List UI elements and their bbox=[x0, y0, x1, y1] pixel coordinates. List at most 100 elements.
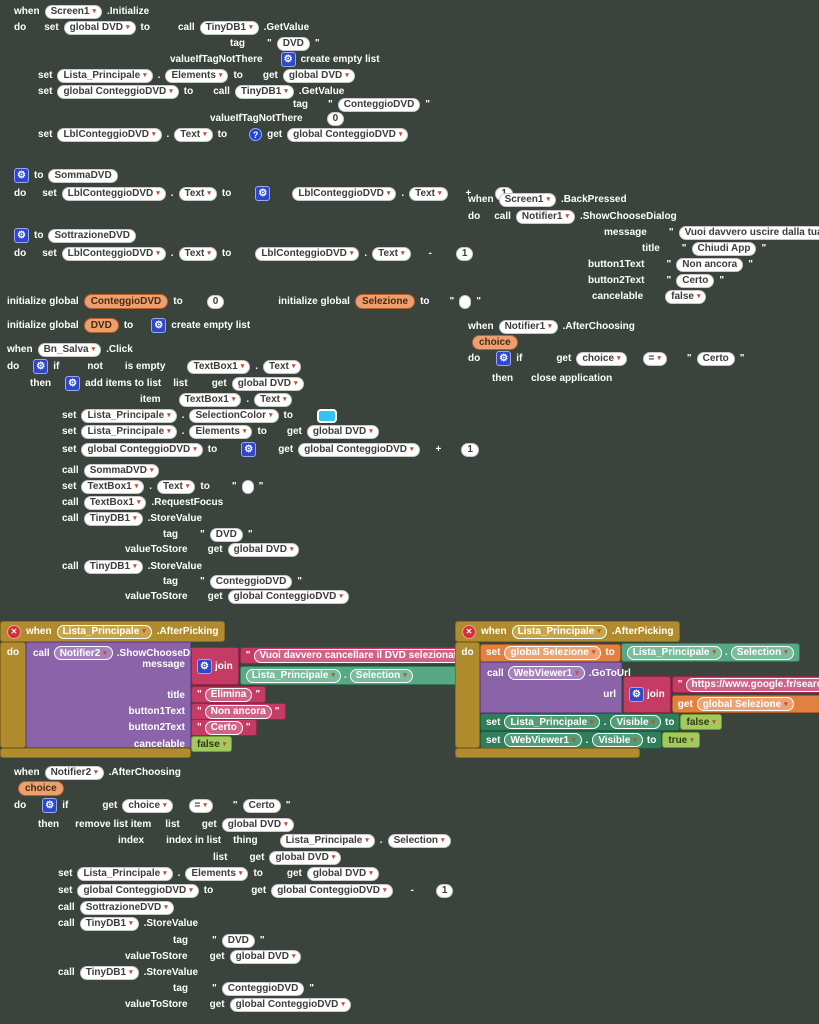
text-string-field[interactable]: Certo bbox=[242, 798, 281, 813]
dropdown-field[interactable]: SommaDVD▾ bbox=[83, 463, 160, 478]
block-row-notifier2-afterchoosing[interactable]: tag"DVD" bbox=[173, 933, 265, 948]
text-string-field[interactable]: Certo bbox=[676, 273, 715, 288]
dropdown-field[interactable]: Bn_Salva▾ bbox=[37, 342, 102, 357]
block-when-lista-afterpicking-delete[interactable]: ✕ when Lista_Principale▾ .AfterPicking d… bbox=[0, 621, 489, 758]
dropdown-field[interactable]: global ConteggioDVD▾ bbox=[298, 442, 420, 457]
dropdown-field[interactable]: =▾ bbox=[188, 798, 213, 813]
global-name-field[interactable]: ConteggioDVD bbox=[83, 294, 169, 309]
dropdown-field[interactable]: global DVD▾ bbox=[282, 68, 355, 83]
block-row-screen1-initialize[interactable]: tag"ConteggioDVD" bbox=[293, 97, 430, 112]
set-webviewer-visible-row[interactable]: set WebViewer1▾ . Visible▾ to true▾ bbox=[480, 731, 700, 749]
dropdown-field[interactable]: Notifier1▾ bbox=[498, 319, 558, 334]
mutator-gear-icon[interactable]: ⚙ bbox=[14, 168, 29, 183]
string-field[interactable]: Certo bbox=[204, 720, 243, 735]
dropdown-field[interactable]: Text▾ bbox=[178, 186, 217, 201]
dropdown-field[interactable]: Text▾ bbox=[372, 246, 411, 261]
text-string-field[interactable]: Certo bbox=[696, 351, 735, 366]
logic-false-block[interactable]: false▾ bbox=[680, 714, 722, 730]
dropdown-field[interactable]: global DVD▾ bbox=[269, 850, 342, 865]
dropdown-field[interactable]: =▾ bbox=[642, 351, 667, 366]
component-dropdown[interactable]: Lista_Principale▾ bbox=[245, 668, 341, 683]
mutator-gear-icon[interactable]: ⚙ bbox=[255, 186, 271, 201]
string-field[interactable]: Vuoi davvero cancellare il DVD seleziona… bbox=[253, 648, 476, 663]
block-when-lista-afterpicking-search[interactable]: ✕ when Lista_Principale▾ .AfterPicking d… bbox=[455, 621, 819, 758]
dropdown-field[interactable]: TextBox1▾ bbox=[178, 392, 242, 407]
dropdown-field[interactable]: Text▾ bbox=[157, 479, 196, 494]
dropdown-field[interactable]: Elements▾ bbox=[185, 866, 249, 881]
dropdown-field[interactable]: global DVD▾ bbox=[306, 866, 379, 881]
string-field[interactable]: Non ancora bbox=[204, 704, 272, 719]
dropdown-field[interactable]: Lista_Principale▾ bbox=[81, 424, 177, 439]
dropdown-field[interactable]: TextBox1▾ bbox=[187, 359, 251, 374]
dropdown-field[interactable]: Text▾ bbox=[409, 186, 448, 201]
global-dropdown[interactable]: global Selezione▾ bbox=[696, 697, 794, 711]
block-row-screen1-initialize[interactable]: valueIfTagNotThere⚙create empty list bbox=[170, 52, 380, 67]
text-string-field[interactable]: ConteggioDVD bbox=[221, 981, 305, 996]
block-row-screen1-backpressed[interactable]: message"Vuoi davvero uscire dalla tua ap… bbox=[604, 225, 819, 240]
value-field[interactable]: 0 bbox=[326, 111, 345, 126]
mutator-gear-icon[interactable]: ⚙ bbox=[197, 658, 212, 674]
dropdown-field[interactable]: Screen1▾ bbox=[498, 192, 556, 207]
property-dropdown[interactable]: Visible▾ bbox=[592, 733, 643, 747]
logic-true-block[interactable]: true▾ bbox=[662, 732, 700, 748]
dropdown-field[interactable]: Screen1▾ bbox=[44, 4, 102, 19]
component-dropdown[interactable]: Lista_Principale▾ bbox=[626, 645, 722, 660]
dropdown-field[interactable]: LblConteggioDVD▾ bbox=[292, 186, 397, 201]
component-dropdown[interactable]: Lista_Principale▾ bbox=[504, 715, 600, 729]
dropdown-field[interactable]: Notifier1▾ bbox=[515, 209, 575, 224]
block-row-screen1-initialize[interactable]: tag"DVD" bbox=[230, 36, 320, 51]
set-global-block[interactable]: set global Selezione▾ to bbox=[480, 643, 621, 662]
mutator-gear-icon[interactable]: ⚙ bbox=[629, 687, 644, 702]
text-string-field[interactable]: DVD bbox=[221, 933, 255, 948]
mutator-gear-icon[interactable]: ⚙ bbox=[42, 798, 58, 813]
property-getter-block[interactable]: Lista_Principale▾ . Selection▾ bbox=[620, 643, 800, 662]
dropdown-field[interactable]: global DVD▾ bbox=[231, 376, 304, 391]
dropdown-field[interactable]: LblConteggioDVD▾ bbox=[61, 186, 166, 201]
property-dropdown[interactable]: Selection▾ bbox=[730, 645, 794, 660]
dropdown-field[interactable]: global DVD▾ bbox=[229, 949, 302, 964]
webviewer-dropdown[interactable]: WebViewer1▾ bbox=[507, 666, 585, 680]
text-string-field[interactable]: ConteggioDVD bbox=[209, 574, 293, 589]
global-name-field[interactable]: choice bbox=[18, 781, 64, 796]
dropdown-field[interactable]: Text▾ bbox=[263, 359, 302, 374]
set-lista-visible-row[interactable]: set Lista_Principale▾ . Visible▾ to fals… bbox=[480, 713, 722, 731]
error-badge-icon[interactable]: ✕ bbox=[7, 624, 21, 639]
dropdown-field[interactable]: Lista_Principale▾ bbox=[279, 833, 375, 848]
property-dropdown[interactable]: Visible▾ bbox=[610, 715, 662, 729]
value-field[interactable]: 1 bbox=[455, 246, 474, 261]
dropdown-field[interactable]: TinyDB1▾ bbox=[83, 511, 143, 526]
dropdown-field[interactable]: Text▾ bbox=[254, 392, 293, 407]
mutator-gear-icon[interactable]: ⚙ bbox=[241, 442, 257, 457]
value-field[interactable]: SommaDVD bbox=[48, 168, 118, 183]
dropdown-field[interactable]: SottrazioneDVD▾ bbox=[79, 900, 174, 915]
block-row-screen1-backpressed[interactable]: button2Text"Certo" bbox=[588, 273, 724, 288]
join-block-header[interactable]: ⚙ join bbox=[623, 676, 671, 713]
property-setter-block[interactable]: set WebViewer1▾ . Visible▾ to bbox=[480, 731, 663, 749]
string-field[interactable]: Elimina bbox=[204, 687, 253, 702]
notifier-dropdown[interactable]: Notifier2▾ bbox=[53, 646, 113, 660]
text-string-block[interactable]: " Vuoi davvero cancellare il DVD selezio… bbox=[239, 647, 489, 664]
dropdown-field[interactable]: global ConteggioDVD▾ bbox=[227, 589, 349, 604]
value-field[interactable]: 1 bbox=[435, 883, 454, 898]
dropdown-field[interactable]: Notifier2▾ bbox=[44, 765, 104, 780]
